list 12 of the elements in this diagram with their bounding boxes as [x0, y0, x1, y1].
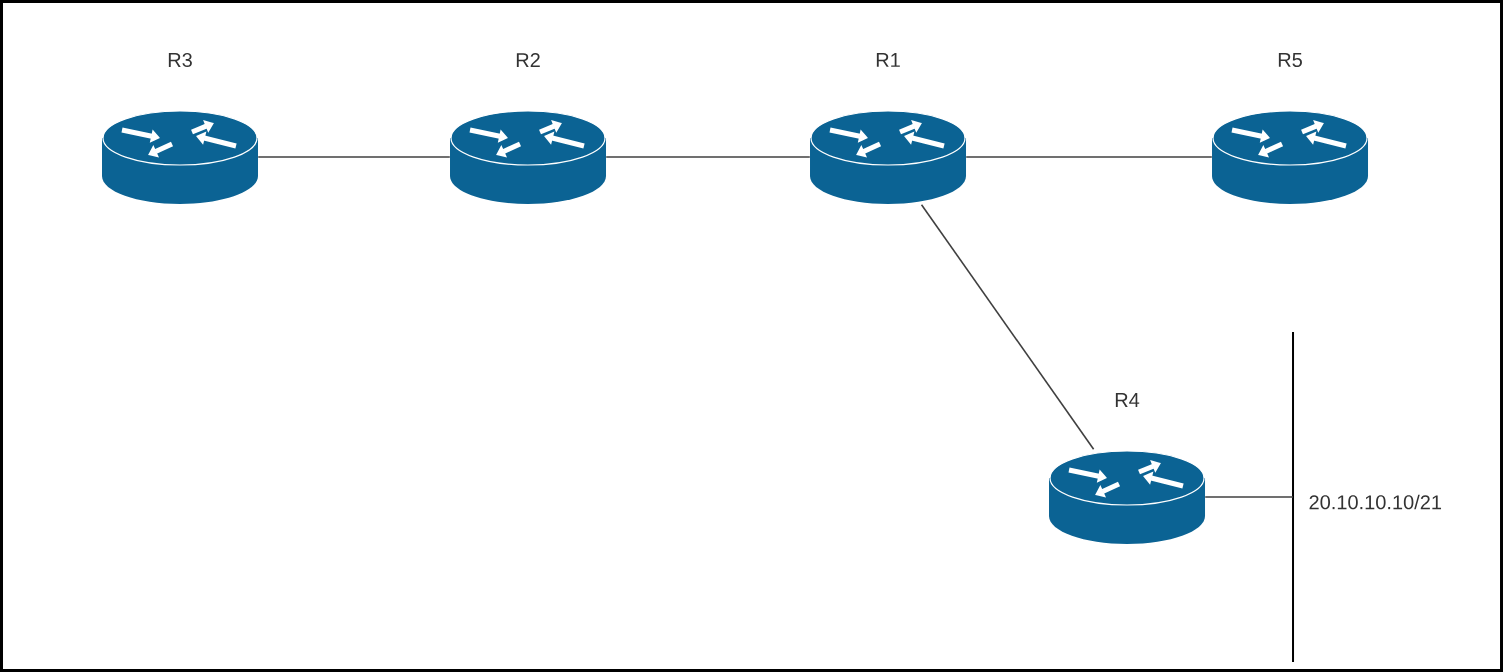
network-address: 20.10.10.10/21	[1309, 494, 1441, 510]
router-label: R1	[876, 53, 900, 67]
router-label: R2	[516, 53, 540, 67]
link-line	[257, 156, 451, 158]
router-label: R3	[168, 52, 192, 68]
router-label: R5	[1278, 53, 1302, 67]
router-label: R4	[1115, 393, 1140, 407]
link-line	[1204, 496, 1294, 498]
link-line	[965, 156, 1213, 158]
link-line	[605, 156, 811, 158]
network-line	[1292, 331, 1294, 663]
link-line	[920, 203, 1095, 451]
